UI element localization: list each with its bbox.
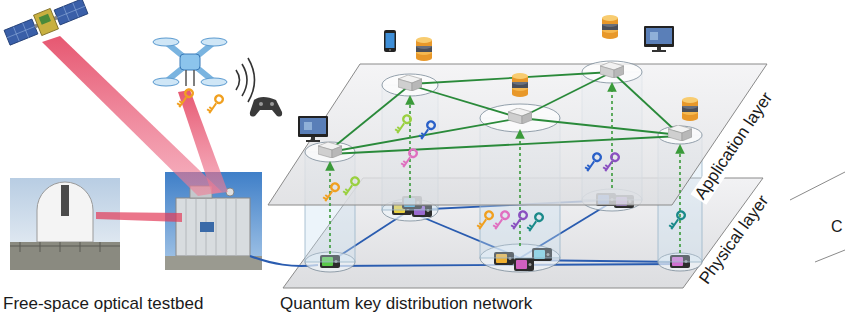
key-icon (583, 150, 604, 174)
key-icon (175, 86, 196, 110)
application-device (644, 26, 674, 52)
layer-label: Physical layer (695, 191, 774, 290)
application-link (330, 136, 680, 154)
dome-photo (10, 242, 120, 252)
optical-beam (96, 212, 182, 222)
speech-bubble (790, 172, 845, 200)
key-icon (321, 180, 342, 204)
application-device (512, 73, 528, 97)
key-icon (341, 174, 362, 198)
application-device (602, 15, 618, 39)
node-site (382, 74, 438, 96)
optical-beam (42, 36, 228, 222)
satellite-icon (39, 14, 51, 25)
radio-waves (236, 70, 240, 90)
server-box (508, 108, 532, 124)
speech-bubble (790, 172, 845, 262)
node-site (305, 142, 355, 162)
satellite-icon (3, 0, 89, 48)
node-site (582, 61, 642, 83)
key-icon (205, 92, 226, 116)
server-box (668, 125, 692, 141)
drone-icon (168, 44, 212, 80)
satellite-icon (54, 0, 88, 25)
key-icon (525, 210, 546, 234)
dome-photo (61, 185, 69, 216)
key-icon (399, 146, 420, 170)
key-icon (175, 86, 688, 234)
layer-label: Application layer (691, 88, 778, 205)
bubble-text: C (831, 218, 843, 236)
dome-photo (37, 182, 93, 242)
caption-text: Quantum key distribution network (280, 295, 532, 314)
key-icon (393, 112, 414, 136)
application-device (298, 116, 328, 142)
application-device (682, 97, 698, 121)
satellite-icon (4, 19, 38, 45)
satellite-icon (4, 19, 38, 45)
satellite-icon (34, 8, 59, 35)
application-link (612, 72, 680, 135)
application-device (298, 15, 698, 142)
key-icon (667, 208, 688, 232)
drone-icon (186, 70, 194, 86)
dome-photo (10, 178, 120, 270)
node-site (305, 61, 702, 162)
controller-icon (270, 102, 274, 106)
key-icon (601, 150, 622, 174)
drone-icon (153, 78, 179, 86)
server-box (600, 62, 624, 78)
drone-icon (153, 38, 227, 86)
key-icon (491, 208, 512, 232)
radio-waves (236, 58, 255, 102)
application-link (330, 72, 680, 154)
controller-icon (259, 102, 263, 106)
key-icon (475, 208, 496, 232)
controller-icon (250, 97, 282, 117)
key-arrow (679, 146, 681, 253)
radio-waves (242, 64, 247, 96)
server-box (318, 142, 342, 158)
application-plane (268, 64, 767, 205)
application-plane (268, 64, 767, 205)
key-arrow (329, 163, 331, 254)
building-photo (200, 222, 214, 232)
drone-icon (201, 38, 227, 46)
optical-beam (178, 90, 228, 194)
key-arrow (519, 131, 521, 246)
server-box (398, 75, 422, 91)
application-device (384, 30, 396, 52)
application-link (520, 72, 612, 118)
drone-icon (201, 78, 227, 86)
building-photo (165, 256, 262, 270)
building-photo (186, 198, 236, 256)
qkd-device (514, 258, 534, 271)
drone-icon (180, 54, 200, 70)
satellite-icon (54, 0, 88, 25)
dome-photo (10, 178, 120, 270)
key-icon (509, 208, 530, 232)
application-link (410, 85, 520, 118)
server-box (318, 62, 692, 158)
key-arrow (330, 84, 680, 254)
radio-waves (248, 58, 255, 102)
key-arrow (409, 97, 411, 198)
speech-bubble (815, 250, 845, 262)
key-icon (417, 118, 438, 142)
node-site (480, 104, 560, 132)
application-link (520, 118, 680, 135)
caption-text: Free-space optical testbed (3, 295, 203, 314)
node-site (658, 126, 702, 144)
key-arrow (611, 84, 613, 188)
controller-icon (250, 97, 282, 117)
application-device (416, 37, 432, 61)
application-link (330, 118, 520, 152)
dome-photo (10, 242, 120, 270)
application-link (410, 72, 612, 84)
drone-icon (153, 38, 179, 46)
building-photo (176, 198, 250, 256)
